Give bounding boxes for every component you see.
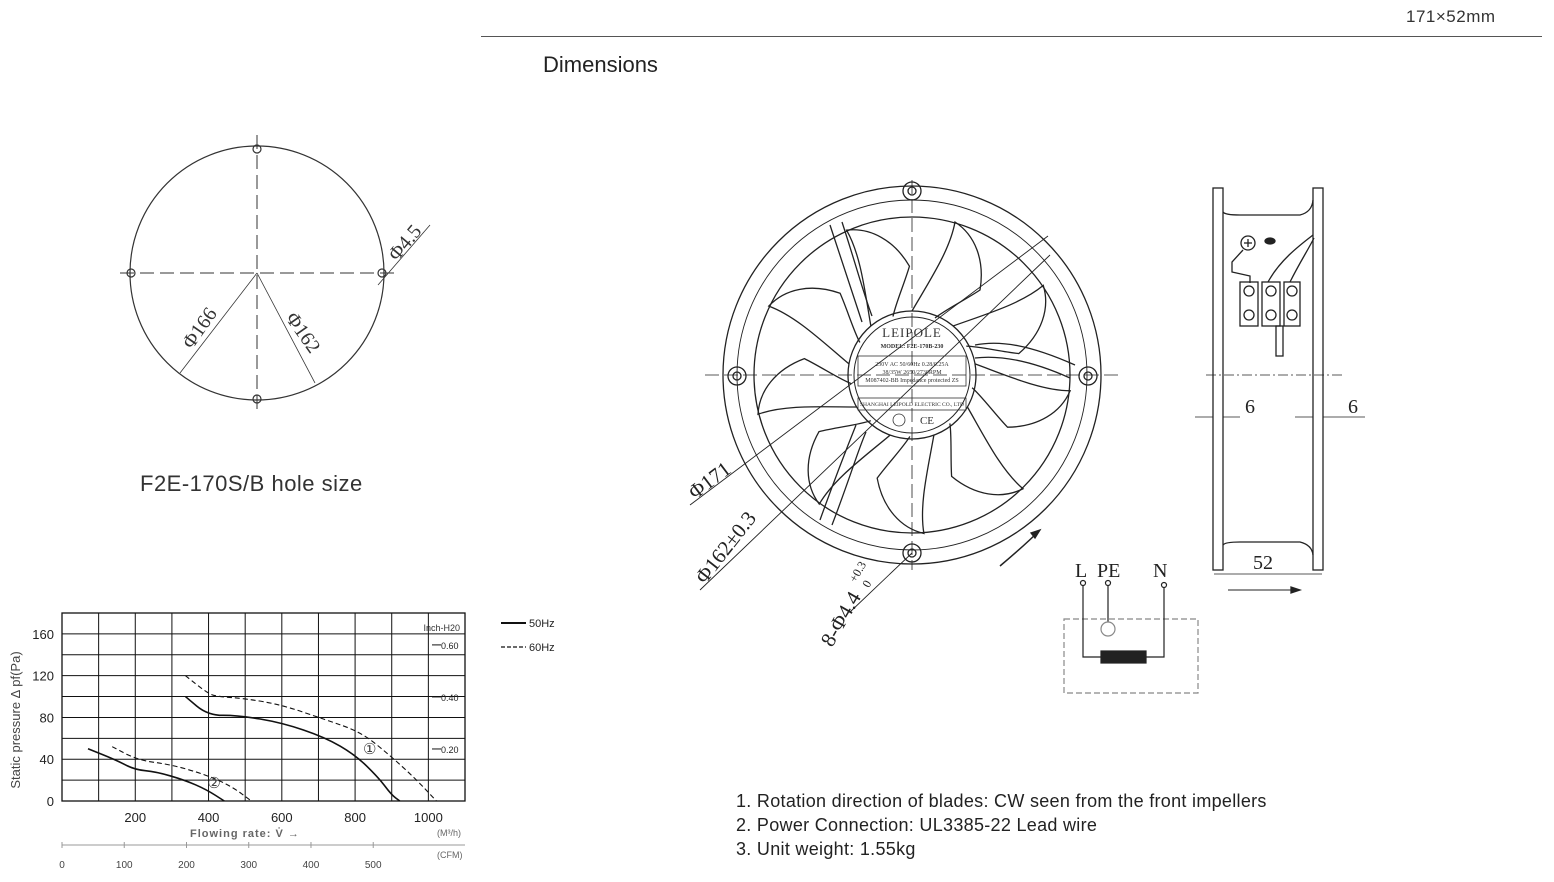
fan-blade: [949, 406, 1025, 496]
ce-mark-icon: CE: [920, 415, 934, 427]
wiring-diagram: [1063, 579, 1199, 694]
cfm-tick-label: 200: [178, 860, 195, 871]
x-tick-label: 800: [344, 810, 366, 825]
cfm-tick-label: 300: [240, 860, 257, 871]
hole-size-caption: F2E-170S/B hole size: [140, 471, 363, 496]
ground-icon: [1100, 621, 1116, 637]
series-line-60hz: [111, 746, 252, 802]
series-line-60hz: [185, 675, 437, 802]
y-tick-label: 160: [32, 627, 54, 642]
wire-l: L: [1075, 560, 1087, 582]
y-tick-label: 0: [47, 794, 54, 809]
x-axis-label: Flowing rate: V̇ →: [190, 827, 300, 840]
fan-blade: [971, 363, 1072, 428]
fan-blade: [767, 287, 861, 365]
y-tick-label: 80: [40, 710, 54, 725]
label-line3: M087402-BB Impedance protected ZS: [865, 378, 958, 384]
y2-tick-label: 0.60: [441, 641, 459, 651]
hole-size-drawing: [120, 135, 431, 412]
cfm-tick-label: 500: [365, 860, 382, 871]
fan-side-view: [1195, 187, 1365, 594]
fan-front-view: [689, 180, 1120, 613]
y-axis-label: Static pressure Δ pf(Pa): [8, 651, 23, 788]
notes-list: 1. Rotation direction of blades: CW seen…: [736, 789, 1267, 861]
y-tick-label: 120: [32, 669, 54, 684]
x-tick-label: 400: [198, 810, 220, 825]
section-title: Dimensions: [543, 52, 658, 77]
mounting-holes: [727, 181, 1098, 563]
note-item: 1. Rotation direction of blades: CW seen…: [736, 791, 1267, 811]
series-line-50hz: [87, 748, 225, 802]
fan-blade: [876, 435, 935, 535]
label-line1: 230V AC 50/60Hz 0.28/0.25A: [875, 362, 949, 368]
note-item: 3. Unit weight: 1.55kg: [736, 839, 916, 859]
label-model: MODEL: F2E-170B-230: [881, 344, 944, 350]
cfm-tick-label: 100: [116, 860, 133, 871]
header-divider: [481, 36, 1542, 37]
cfm-tick-label: 400: [303, 860, 320, 871]
y-tick-label: 40: [40, 752, 54, 767]
y2-tick-label: 0.40: [441, 693, 459, 703]
y2-tick-label: 0.20: [441, 745, 459, 755]
size-label: 171×52mm: [1406, 7, 1496, 26]
curve-annotation: ①: [363, 741, 376, 758]
x-unit: (M³/h): [437, 828, 461, 838]
legend-60hz: 60Hz: [529, 642, 555, 654]
wire-n: N: [1153, 560, 1167, 582]
label-maker: SHANGHAI LEIPOLD ELECTRIC CO., LTD: [860, 402, 964, 408]
legend: 50Hz 60Hz: [501, 618, 555, 654]
x-tick-label: 200: [124, 810, 146, 825]
fan-blade: [757, 357, 857, 416]
curve-annotation: ②: [207, 775, 220, 792]
legend-50hz: 50Hz: [529, 618, 555, 630]
depth-dim: 52: [1253, 552, 1273, 574]
y2-unit: Inch-H20: [423, 623, 460, 633]
plot-frame: [61, 612, 466, 802]
fan-blade: [952, 284, 1047, 355]
x-tick-label: 1000: [414, 810, 443, 825]
label-line2: 38/35W 2650/2730RPM: [882, 370, 942, 376]
fan-hub-label: LEIPOLE MODEL: F2E-170B-230 230V AC 50/6…: [857, 325, 967, 427]
note-item: 2. Power Connection: UL3385-22 Lead wire: [736, 815, 1098, 835]
flange-right-dim: 6: [1348, 396, 1358, 418]
label-brand: LEIPOLE: [882, 325, 942, 340]
series-line-50hz: [184, 695, 401, 802]
cfm-tick-label: 0: [59, 860, 65, 871]
flange-left-dim: 6: [1245, 396, 1255, 418]
x-tick-label: 600: [271, 810, 293, 825]
wire-pe: PE: [1097, 560, 1120, 582]
cfm-unit: (CFM): [437, 850, 463, 860]
fan-blade: [845, 229, 911, 327]
